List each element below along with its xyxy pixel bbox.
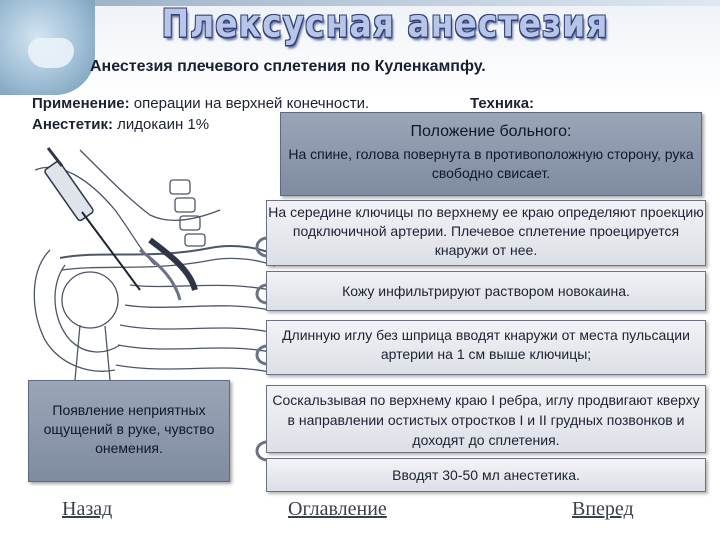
slide-title: Плексусная анестезия <box>161 1 609 46</box>
curved-arrow-icon <box>255 344 267 366</box>
patient-position-text: На спине, голова повернута в противополо… <box>288 146 694 181</box>
technique-step-2: Кожу инфильтрируют раствором новокаина. <box>266 271 706 311</box>
curved-arrow-icon <box>255 440 267 462</box>
back-link[interactable]: Назад <box>62 498 113 520</box>
technique-step-5: Вводят 30-50 мл анестетика. <box>266 458 706 492</box>
technique-step-4: Соскальзывая по верхнему краю I ребра, и… <box>266 385 706 453</box>
curved-arrow-icon <box>255 283 267 305</box>
header-strip <box>95 0 720 6</box>
patient-position-box: Положение больного: На спине, голова пов… <box>280 112 702 196</box>
anesthetic-value: лидокаин 1% <box>112 116 210 133</box>
anesthetic-label: Анестетик: <box>32 116 113 133</box>
slide-subtitle: Анестезия плечевого сплетения по Куленка… <box>90 58 486 75</box>
anatomy-illustration <box>33 147 276 381</box>
technique-label: Техника: <box>470 95 535 112</box>
anesthetic-line: Анестетик: лидокаин 1% <box>32 116 209 133</box>
technique-step-3: Длинную иглу без шприца вводят кнаружи о… <box>266 320 706 375</box>
next-link[interactable]: Вперед <box>572 498 634 520</box>
application-label: Применение: <box>32 95 130 112</box>
patient-position-header: Положение больного: <box>410 123 572 140</box>
application-line: Применение: операции на верхней конечнос… <box>32 95 369 112</box>
sensation-note-box: Появление неприятных ощущений в руке, чу… <box>28 380 230 482</box>
surgeon-photo <box>0 0 95 95</box>
technique-step-1: На середине ключицы по верхнему ее краю … <box>266 200 706 266</box>
curved-arrow-icon <box>255 236 267 258</box>
application-value: операции на верхней конечности. <box>129 95 370 112</box>
contents-link[interactable]: Оглавление <box>288 498 387 520</box>
